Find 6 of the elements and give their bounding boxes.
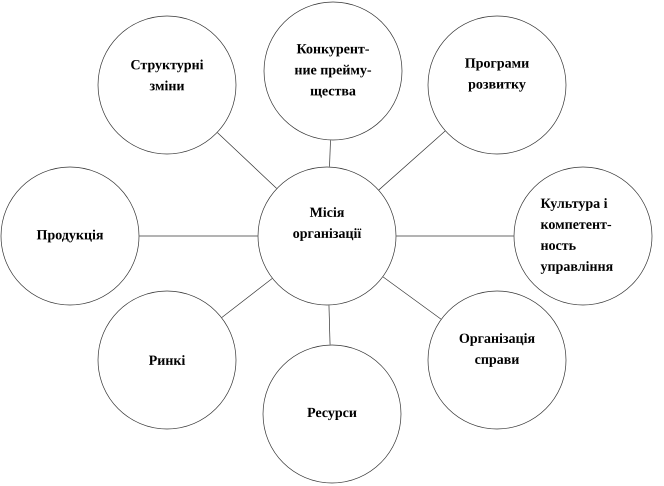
- connector-line: [329, 140, 331, 168]
- connector-line: [328, 304, 330, 346]
- connector-line: [378, 130, 446, 190]
- connector-line: [217, 132, 277, 189]
- connector-line: [382, 276, 442, 320]
- connector-line: [221, 278, 273, 318]
